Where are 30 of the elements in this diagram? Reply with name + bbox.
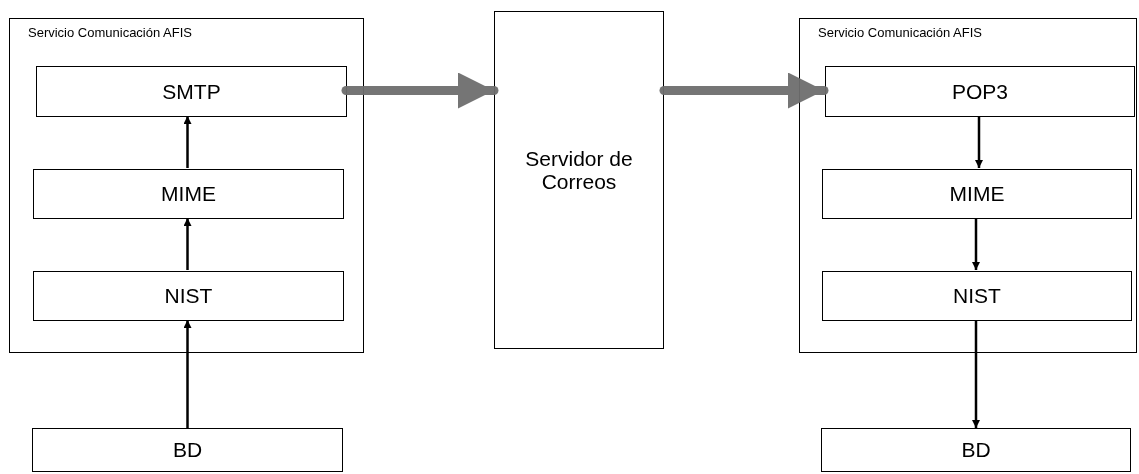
container-title: Servicio Comunicación AFIS — [28, 25, 192, 40]
service-container — [799, 18, 1137, 353]
box-label: MIME — [161, 182, 216, 206]
layer-box — [821, 428, 1131, 472]
layer-box — [825, 66, 1135, 117]
arrow — [183, 116, 192, 168]
arrow — [183, 218, 192, 270]
arrow — [183, 320, 192, 428]
service-container — [9, 18, 364, 353]
layer-box — [33, 271, 344, 321]
box-label: Servidor de Correos — [524, 146, 634, 194]
box-label: MIME — [949, 182, 1005, 206]
box-label: POP3 — [952, 79, 1008, 104]
layer-box — [822, 169, 1132, 219]
arrow — [975, 116, 983, 168]
layer-box — [32, 428, 343, 472]
box-label: BD — [961, 438, 991, 462]
box-label: SMTP — [162, 79, 221, 104]
box-label: NIST — [953, 284, 1001, 308]
layer-box — [33, 169, 344, 219]
layer-box — [36, 66, 347, 117]
arrow — [972, 218, 980, 270]
box-label: BD — [172, 438, 203, 462]
arrow — [972, 320, 980, 428]
layer-box — [822, 271, 1132, 321]
container-title: Servicio Comunicación AFIS — [818, 25, 982, 40]
mail-server-box — [494, 11, 664, 349]
arrow — [659, 72, 829, 109]
arrow — [341, 72, 499, 109]
box-label: NIST — [164, 284, 213, 308]
